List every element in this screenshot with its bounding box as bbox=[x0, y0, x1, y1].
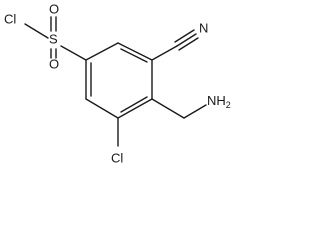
ring-to-sulfur-bond bbox=[60, 45, 87, 61]
nitrile-nitrogen-label: N bbox=[199, 20, 208, 35]
benzene-ring bbox=[85, 42, 153, 119]
ring-chlorine-substituent: Cl bbox=[111, 117, 123, 165]
ring-bond-top-right bbox=[117, 42, 153, 61]
ring-bond-bottom-left bbox=[85, 98, 119, 119]
aminomethyl-group: NH2 bbox=[151, 93, 231, 119]
ring-to-nitrile-carbon-bond bbox=[151, 45, 178, 61]
nitrile-triple-bond-b bbox=[174, 29, 195, 43]
ring-bond-bottom-right-inner bbox=[120, 96, 148, 113]
amine-label-subscript: 2 bbox=[226, 100, 231, 110]
amine-label-main: NH bbox=[207, 93, 226, 108]
ring-chlorine-label: Cl bbox=[111, 150, 123, 165]
ring-bond-bottom-right bbox=[117, 98, 153, 119]
nitrile-triple-bond-a bbox=[176, 33, 197, 47]
sulfonyl-chloride-group: Cl S O O bbox=[4, 1, 87, 71]
methylene-to-amine-bond bbox=[183, 104, 207, 119]
sulfonyl-chlorine-label: Cl bbox=[4, 11, 16, 26]
ring-to-methylene-bond bbox=[151, 98, 185, 119]
oxygen-bottom-label: O bbox=[49, 56, 59, 71]
nitrile-triple-bond-c bbox=[178, 37, 199, 51]
nitrile-group: N bbox=[151, 20, 208, 61]
chemical-structure-diagram: Cl S O O N NH2 Cl bbox=[4, 1, 231, 165]
amine-label: NH2 bbox=[207, 93, 231, 110]
sulfur-label: S bbox=[49, 31, 58, 46]
ring-bond-top-right-inner bbox=[120, 48, 148, 63]
oxygen-top-label: O bbox=[49, 1, 59, 16]
ring-bond-top-left bbox=[85, 42, 119, 61]
sulfur-to-chlorine-bond bbox=[24, 23, 49, 39]
